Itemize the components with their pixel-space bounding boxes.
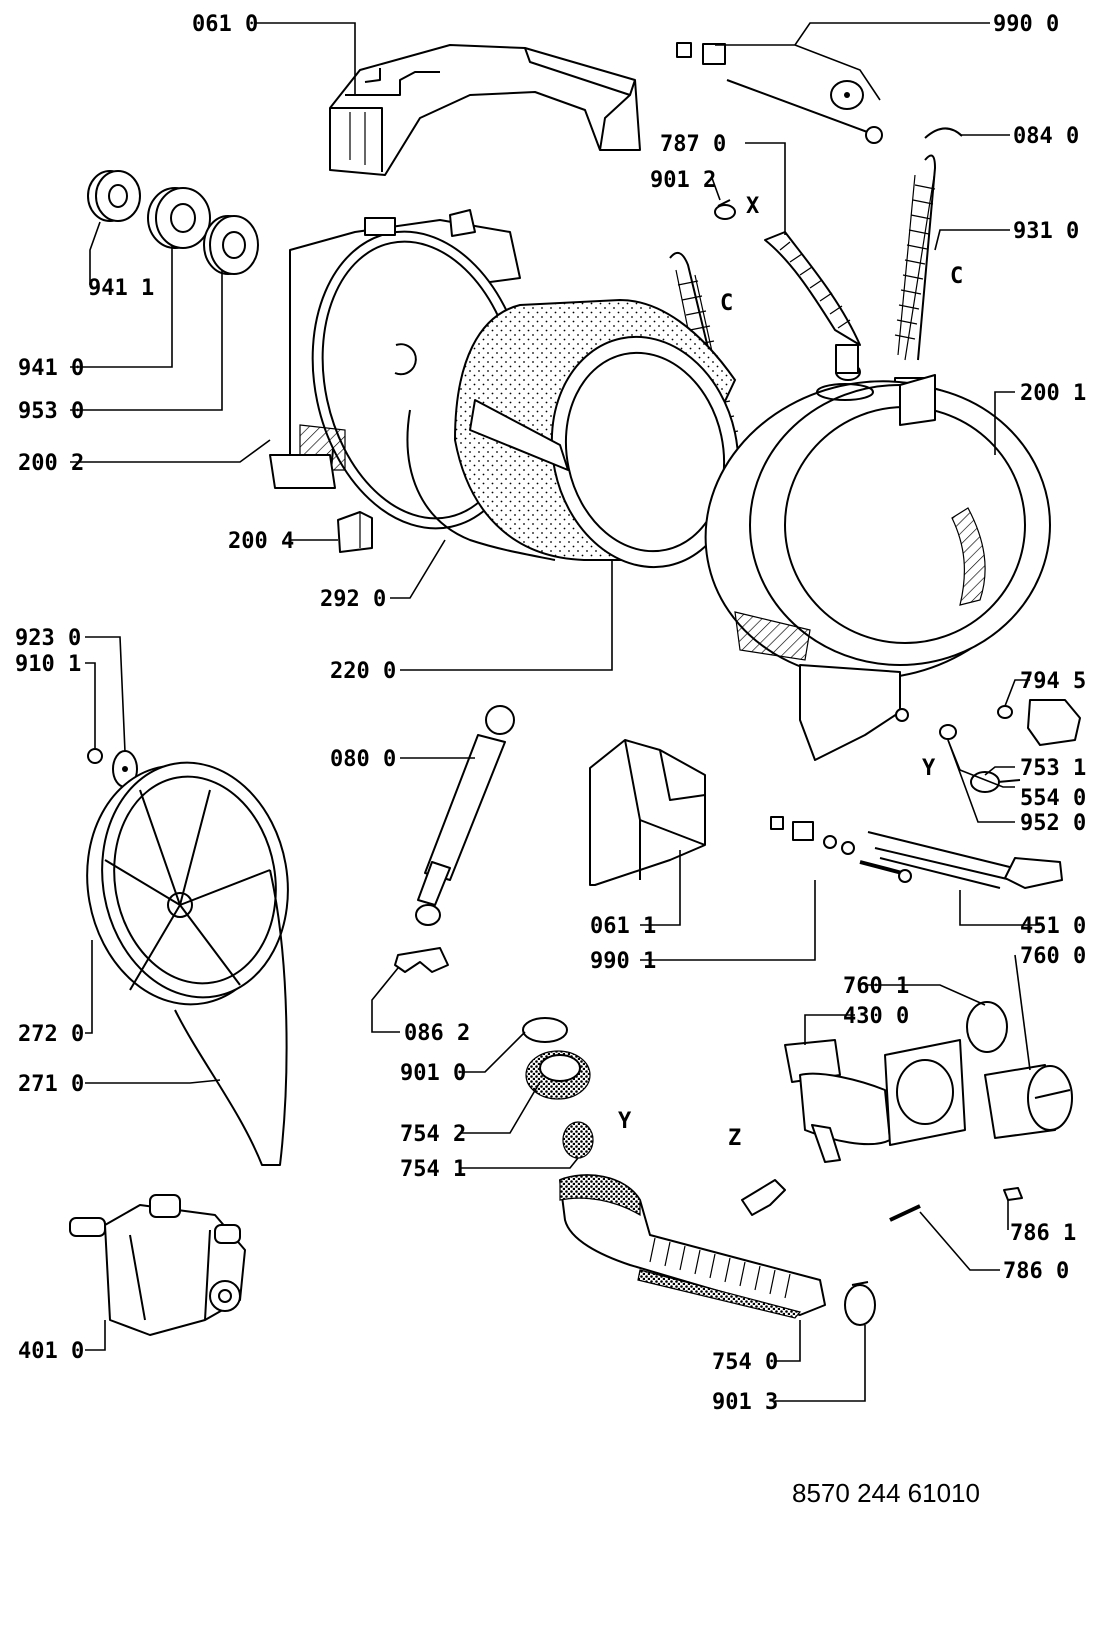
pump-filter <box>984 1064 1073 1139</box>
bearing-large <box>147 187 211 249</box>
label-430-0: 430 0 <box>843 1004 909 1029</box>
label-931-0: 931 0 <box>1013 219 1079 244</box>
label-200-2: 200 2 <box>18 451 84 476</box>
label-910-1: 910 1 <box>15 652 81 677</box>
label-787-0: 787 0 <box>660 132 726 157</box>
label-901-0: 901 0 <box>400 1061 466 1086</box>
label-401-0: 401 0 <box>18 1339 84 1364</box>
label-080-0: 080 0 <box>330 747 396 772</box>
label-200-4: 200 4 <box>228 529 294 554</box>
drain-pump-assembly <box>784 1039 966 1163</box>
label-941-0: 941 0 <box>18 356 84 381</box>
heater-element <box>867 831 1063 889</box>
tub-gasket-ring <box>406 409 556 561</box>
reference-letters: X C C Y Y Z <box>618 194 963 1151</box>
label-271-0: 271 0 <box>18 1072 84 1097</box>
part-number-labels: 061 0 990 0 084 0 787 0 901 2 931 0 941 … <box>15 12 1086 1415</box>
hose-clamp-small <box>714 199 736 220</box>
label-760-1: 760 1 <box>843 974 909 999</box>
label-794-5: 794 5 <box>1020 669 1086 694</box>
label-990-0: 990 0 <box>993 12 1059 37</box>
label-941-1: 941 1 <box>88 276 154 301</box>
label-220-0: 220 0 <box>330 659 396 684</box>
bearing-small <box>87 170 141 222</box>
label-786-1: 786 1 <box>1010 1221 1076 1246</box>
label-451-0: 451 0 <box>1020 914 1086 939</box>
bolt-set-lower <box>770 816 912 883</box>
counterweight-top-part <box>329 44 641 176</box>
label-061-0: 061 0 <box>192 12 258 37</box>
leader-lines <box>70 22 1040 1402</box>
label-554-0: 554 0 <box>1020 786 1086 811</box>
vent-hose-part <box>764 231 861 381</box>
seal-ring-parts <box>522 1017 594 1159</box>
label-086-2: 086 2 <box>404 1021 470 1046</box>
letter-y-tub: Y <box>922 756 936 781</box>
label-292-0: 292 0 <box>320 587 386 612</box>
label-200-1: 200 1 <box>1020 381 1086 406</box>
tub-bracket-part <box>337 511 373 553</box>
label-754-0: 754 0 <box>712 1350 778 1375</box>
spring-clip-part <box>924 127 963 139</box>
counterweight-lower-part <box>589 739 706 886</box>
letter-c-right: C <box>950 264 963 289</box>
letter-z: Z <box>728 1126 741 1151</box>
elbow-hose <box>741 1179 786 1216</box>
drive-belt <box>174 869 288 1166</box>
drive-motor <box>69 1194 246 1336</box>
label-952-0: 952 0 <box>1020 811 1086 836</box>
label-901-3: 901 3 <box>712 1390 778 1415</box>
label-754-2: 754 2 <box>400 1122 466 1147</box>
label-754-1: 754 1 <box>400 1157 466 1182</box>
label-753-1: 753 1 <box>1020 756 1086 781</box>
label-990-1: 990 1 <box>590 949 656 974</box>
hose-clamp-large <box>844 1281 876 1326</box>
label-786-0: 786 0 <box>1003 1259 1069 1284</box>
letter-y-hose: Y <box>618 1109 632 1134</box>
drum-pulley <box>86 761 289 1006</box>
label-901-2: 901 2 <box>650 168 716 193</box>
filter-seal-ring <box>966 1001 1008 1053</box>
letter-c-left: C <box>720 291 733 316</box>
sump-hose <box>559 1174 826 1319</box>
pump-pin-parts <box>889 1187 1023 1222</box>
bolt-set-top <box>676 42 883 144</box>
label-061-1: 061 1 <box>590 914 656 939</box>
shock-absorber <box>415 705 515 926</box>
label-084-0: 084 0 <box>1013 124 1079 149</box>
shaft-seal <box>203 215 259 275</box>
front-tub-half <box>704 374 1051 761</box>
shock-bracket <box>394 947 449 973</box>
drawing-number: 8570 244 61010 <box>792 1478 980 1508</box>
label-272-0: 272 0 <box>18 1022 84 1047</box>
drum-part <box>453 298 740 569</box>
letter-x: X <box>746 194 759 219</box>
label-953-0: 953 0 <box>18 399 84 424</box>
label-923-0: 923 0 <box>15 626 81 651</box>
label-760-0: 760 0 <box>1020 944 1086 969</box>
